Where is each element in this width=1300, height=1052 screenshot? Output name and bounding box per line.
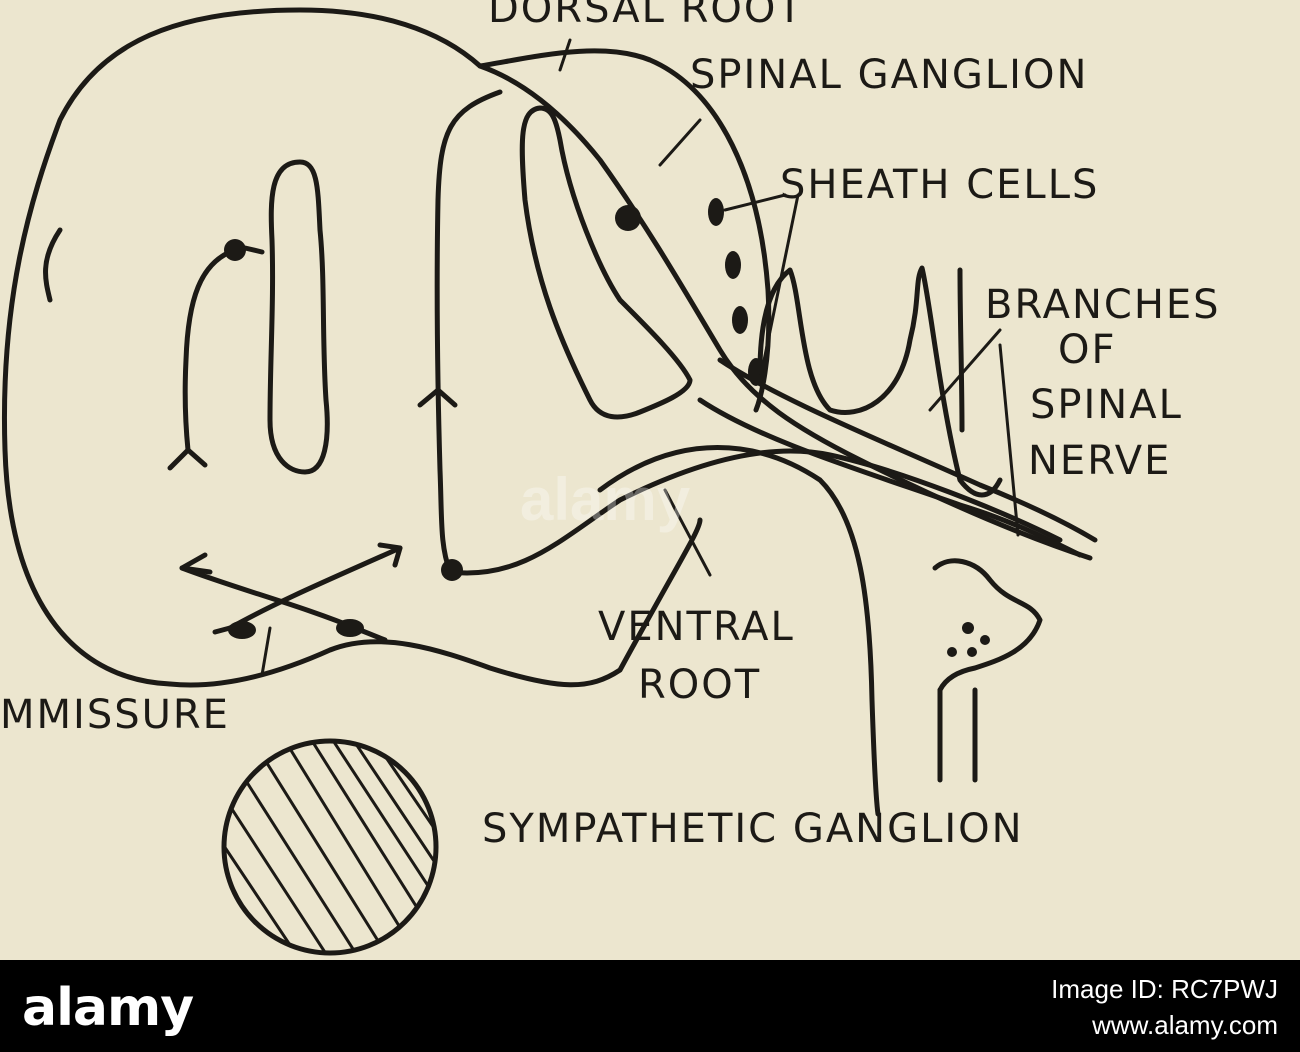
label-of: OF [1058,327,1117,373]
sensory-neuron-path [434,89,1063,576]
cord-left-bulge [43,227,63,303]
label-commissure: MMISSURE [0,692,230,738]
ganglion-cell-body [615,205,641,231]
dorsal-horn [519,105,693,420]
label-spinal: SPINAL [1030,382,1183,428]
label-root: ROOT [638,662,761,708]
footer-image-id: Image ID: RC7PWJ [1051,974,1278,1004]
watermark: alamy [520,466,691,533]
interneuron-left [182,247,238,453]
sympathetic-ganglion [932,558,1043,693]
cord-lower-edge [167,517,703,688]
label-sympathetic-ganglion: SYMPATHETIC GANGLION [482,806,1024,852]
interneuron-cell-body [224,239,246,261]
label-dorsal-root: DORSAL ROOT [488,0,804,32]
label-ventral: VENTRAL [598,604,795,650]
label-nerve: NERVE [1028,438,1171,484]
ventral-root-line [597,445,881,817]
motor-cell-body [441,559,463,581]
label-sheath-cells: SHEATH CELLS [780,162,1099,208]
spinal-cord-outline [1,7,772,687]
sheath-cells [708,198,764,386]
spinal-nerve-branch-loop [757,265,1003,498]
label-branches: BRANCHES [985,282,1221,328]
footer-url[interactable]: www.alamy.com [1092,1010,1278,1040]
diagram-figure: DORSAL ROOT SPINAL GANGLION SHEATH CELLS… [0,0,1221,956]
central-canal [267,159,330,475]
label-spinal-ganglion: SPINAL GANGLION [690,52,1088,98]
footer-logo[interactable]: alamy [22,978,194,1038]
commissure-fibers [179,542,403,643]
footer-bar: alamy Image ID: RC7PWJ www.alamy.com [0,960,1300,1052]
